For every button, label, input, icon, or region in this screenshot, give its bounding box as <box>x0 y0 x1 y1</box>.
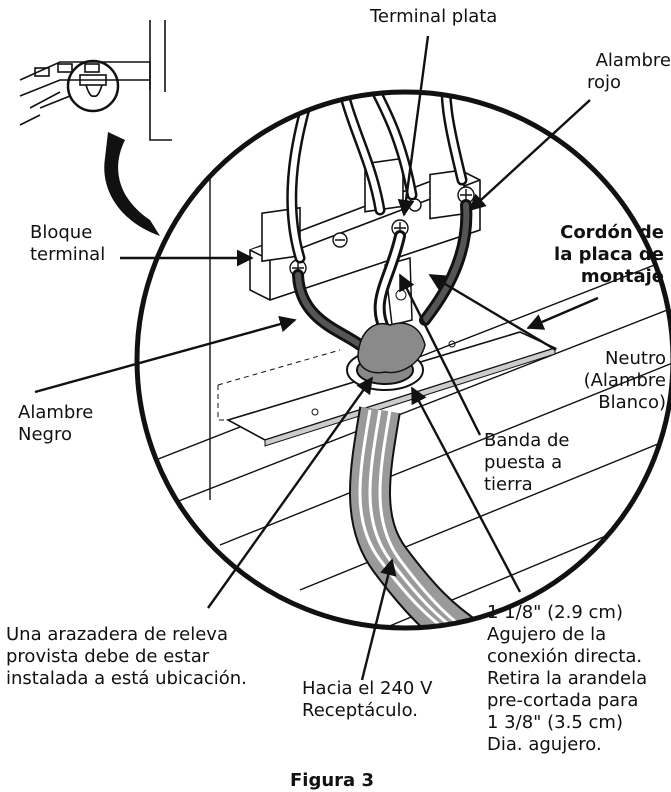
magnified-view <box>137 92 671 628</box>
inset-range-view <box>19 20 172 141</box>
figure-caption: Figura 3 <box>290 770 374 791</box>
leader-lines <box>34 35 599 681</box>
label-agujero: 1 1/8" (2.9 cm) Agujero de la conexión d… <box>487 602 648 755</box>
label-alambre-rojo: Alambre rojo <box>587 50 671 93</box>
magnifier-circle <box>134 89 671 631</box>
label-alambre-negro: Alambre Negro <box>18 402 94 445</box>
label-banda-tierra: Banda de puesta a tierra <box>484 430 570 495</box>
label-terminal-plata: Terminal plata <box>370 6 498 27</box>
label-arazadera: Una arazadera de releva provista debe de… <box>6 624 247 689</box>
callout-arrow <box>104 132 160 236</box>
label-bloque-terminal: Bloque terminal <box>30 222 106 265</box>
label-neutro: Neutro (Alambre Blanco) <box>583 348 666 413</box>
label-cordon-placa: Cordón de la placa de montaje <box>554 222 664 287</box>
label-hacia-receptaculo: Hacia el 240 V Receptáculo. <box>302 678 433 721</box>
